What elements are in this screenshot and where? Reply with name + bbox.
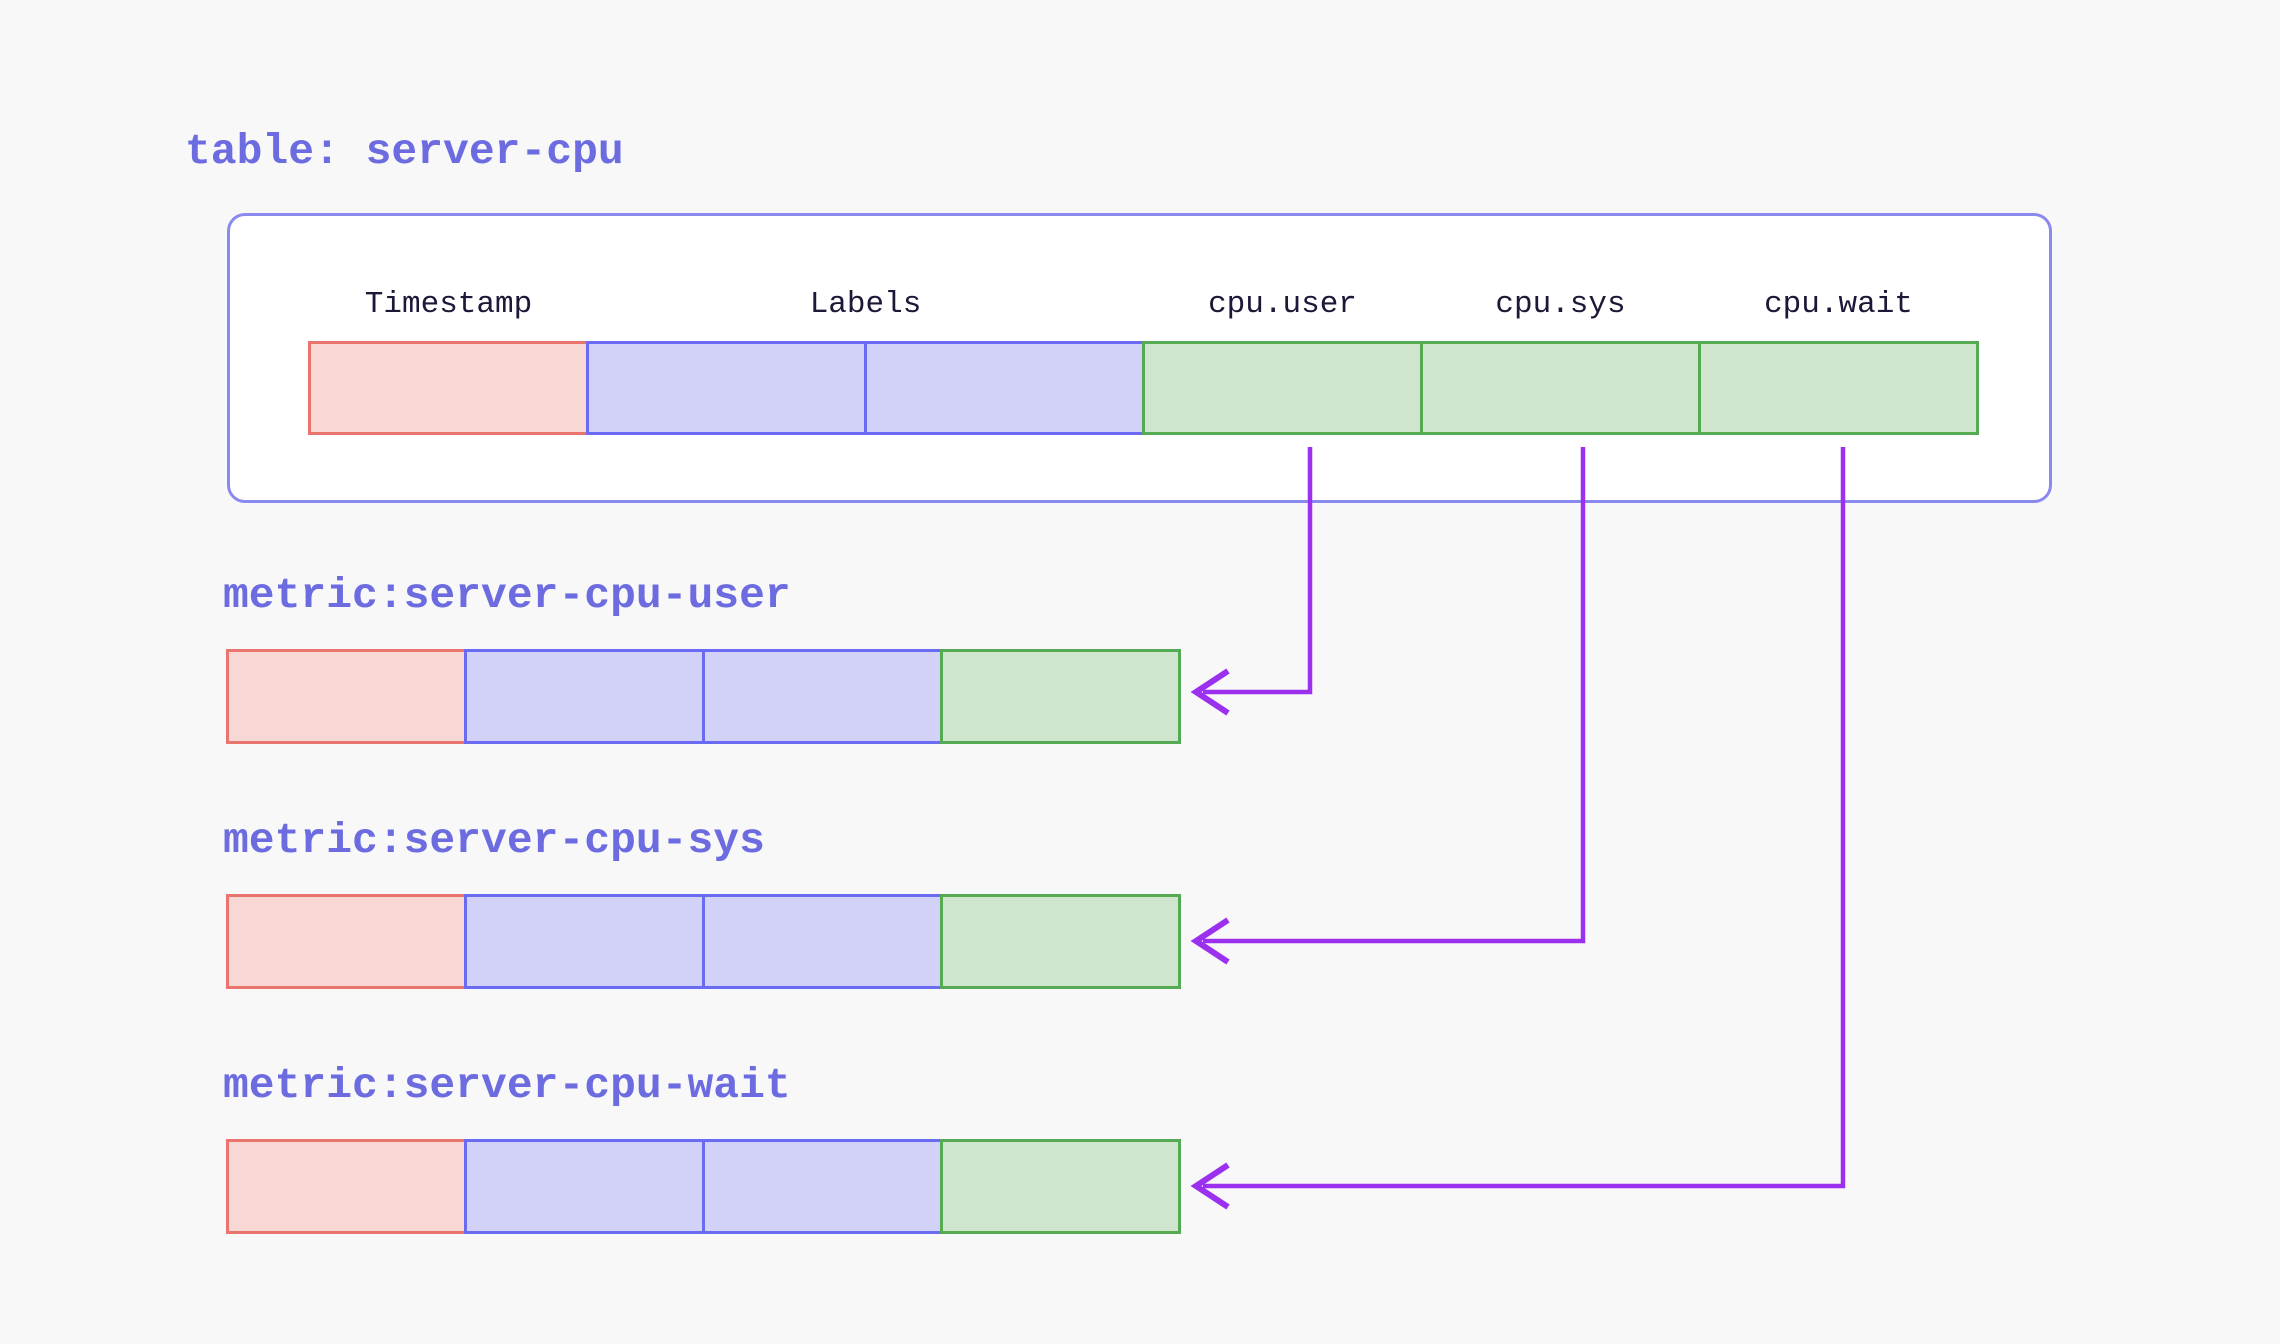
table-cell-cpu-user [1142, 341, 1423, 435]
table-cell-cpu-wait [1698, 341, 1979, 435]
column-header-cpu-wait: cpu.wait [1764, 287, 1913, 322]
column-header-cpu-user: cpu.user [1208, 287, 1357, 322]
table-box: Timestamp Labels cpu.user cpu.sys cpu.wa… [227, 213, 2052, 503]
metric-cell-value [940, 1139, 1181, 1234]
table-cell-timestamp [308, 341, 589, 435]
arrow-cpu-sys-to-metric [1190, 447, 1586, 965]
metric-cell-label-2 [702, 649, 943, 744]
metric-cell-label-1 [464, 1139, 705, 1234]
metric-cell-label-1 [464, 894, 705, 989]
table-cell-label-2 [864, 341, 1145, 435]
metric-cell-label-1 [464, 649, 705, 744]
metric-row-cpu-wait [226, 1139, 1181, 1234]
metric-label-cpu-user: metric:server-cpu-user [223, 571, 791, 620]
metric-row-cpu-sys [226, 894, 1181, 989]
column-header-cpu-sys: cpu.sys [1495, 287, 1626, 322]
arrow-cpu-wait-to-metric [1190, 447, 1846, 1210]
metric-row-cpu-user [226, 649, 1181, 744]
metric-cell-label-2 [702, 894, 943, 989]
metric-cell-value [940, 894, 1181, 989]
metric-cell-value [940, 649, 1181, 744]
metric-label-cpu-wait: metric:server-cpu-wait [223, 1061, 791, 1110]
metric-label-cpu-sys: metric:server-cpu-sys [223, 816, 765, 865]
metric-cell-timestamp [226, 1139, 467, 1234]
metric-cell-timestamp [226, 649, 467, 744]
metric-cell-timestamp [226, 894, 467, 989]
table-cell-cpu-sys [1420, 341, 1701, 435]
table-title: table: server-cpu [185, 127, 624, 176]
column-header-timestamp: Timestamp [364, 287, 533, 322]
table-row [308, 341, 1979, 435]
table-cell-label-1 [586, 341, 867, 435]
metric-cell-label-2 [702, 1139, 943, 1234]
column-header-labels: Labels [809, 287, 922, 322]
